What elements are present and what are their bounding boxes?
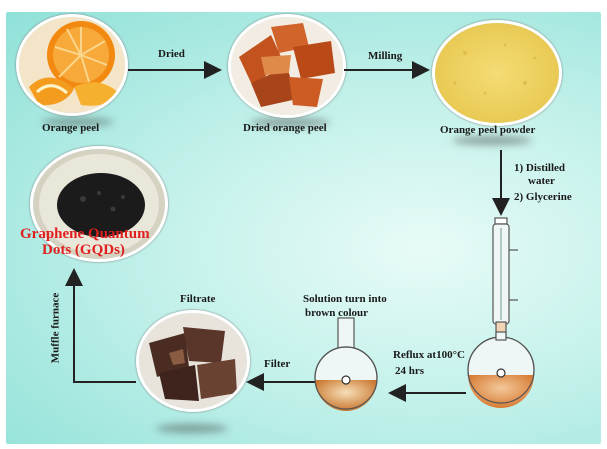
arrow-muffle [74, 272, 136, 382]
brown-solution-flask [315, 318, 377, 411]
reflux-apparatus [468, 218, 534, 408]
